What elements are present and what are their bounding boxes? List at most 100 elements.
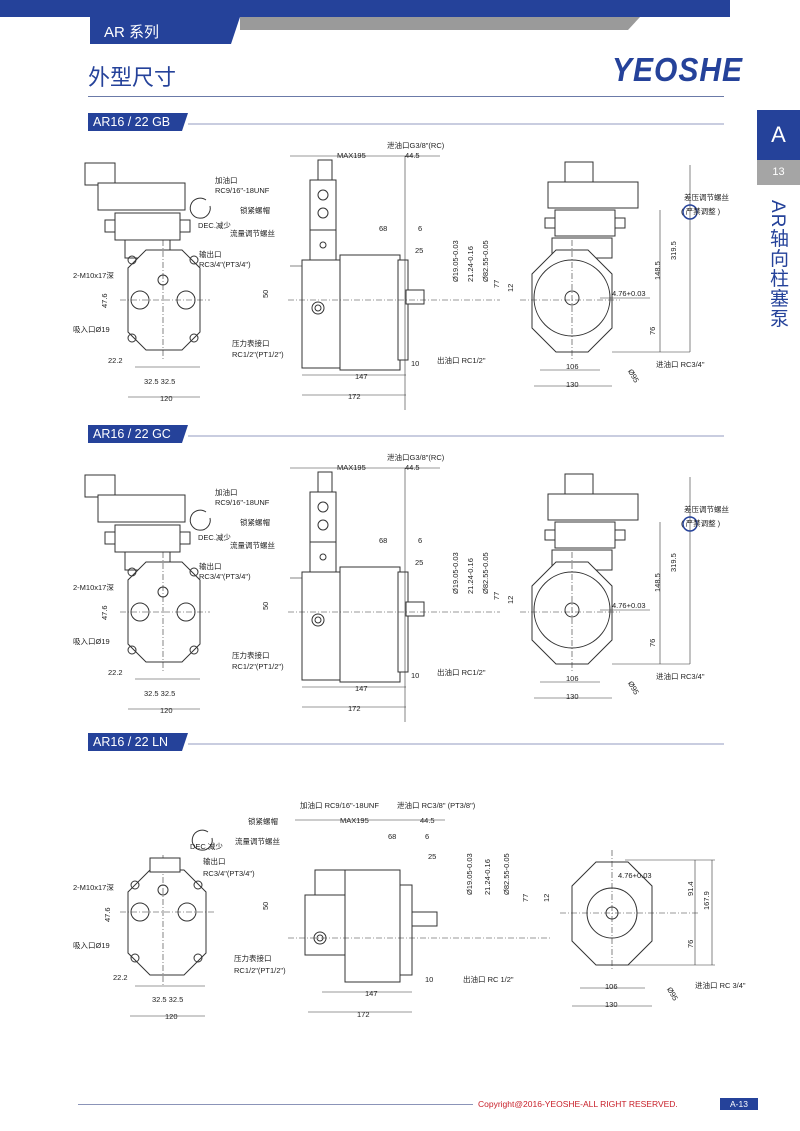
dim-label-d3195: 319.5 bbox=[669, 241, 678, 260]
dim-label-m10: 2-M10x17深 bbox=[73, 883, 114, 892]
dim-label-d2124: 21.24-0.16 bbox=[466, 558, 475, 594]
dim-label-d8255: Ø82.55-0.05 bbox=[481, 240, 490, 282]
dim-label-inlet: 进油口 RC 3/4" bbox=[695, 981, 746, 990]
dim-label-d68: 68 bbox=[388, 832, 397, 841]
dim-label-diffp: 差压调节螺丝 bbox=[684, 505, 729, 514]
dim-label-d120: 120 bbox=[160, 706, 173, 715]
dim-label-d76: 76 bbox=[648, 638, 657, 647]
dim-label-d2124: 21.24-0.16 bbox=[483, 859, 492, 895]
dim-label-locknut: 锁紧螺帽 bbox=[240, 518, 270, 527]
dim-label-d445: 44.5 bbox=[405, 463, 420, 472]
dim-label-inlet: 进油口 RC3/4" bbox=[656, 360, 705, 369]
dim-label-d130: 130 bbox=[566, 380, 579, 389]
dim-label-d106: 106 bbox=[605, 982, 618, 991]
dim-label-outlet: 出油口 RC1/2" bbox=[437, 668, 486, 677]
dim-label-inlet: 进油口 RC3/4" bbox=[656, 672, 705, 681]
dim-label-d476: 47.6 bbox=[100, 605, 109, 620]
dim-label-key: 4.76+0.03 bbox=[612, 289, 646, 298]
dim-label-d68: 68 bbox=[379, 536, 388, 545]
dim-label-d6: 6 bbox=[418, 536, 423, 545]
dim-label-max: MAX195 bbox=[337, 463, 366, 472]
technical-drawing bbox=[120, 819, 715, 1017]
dim-label-d106: 106 bbox=[566, 674, 579, 683]
dim-label-out2: RC3/4"(PT3/4") bbox=[199, 260, 251, 269]
dim-label-noadj: ( 严禁调整 ) bbox=[681, 519, 721, 528]
top-banner bbox=[0, 0, 730, 17]
dim-label-gauge1: 压力表接口 bbox=[234, 954, 272, 963]
dim-label-drain: 泄油口 RC3/8" (PT3/8") bbox=[397, 801, 476, 810]
dim-label-d476: 47.6 bbox=[103, 907, 112, 922]
dim-label-max: MAX195 bbox=[340, 816, 369, 825]
dim-label-m10: 2-M10x17深 bbox=[73, 583, 114, 592]
dim-label-locknut: 锁紧螺帽 bbox=[240, 206, 270, 215]
dim-label-suction: 吸入口Ø19 bbox=[73, 637, 110, 646]
dim-label-gauge1: 压力表接口 bbox=[232, 339, 270, 348]
dim-label-suction: 吸入口Ø19 bbox=[73, 325, 110, 334]
dim-label-d76: 76 bbox=[686, 939, 695, 948]
dim-label-d222: 22.2 bbox=[108, 356, 123, 365]
dim-label-d3195: 319.5 bbox=[669, 553, 678, 572]
dim-label-gauge2: RC1/2"(PT1/2") bbox=[232, 350, 284, 359]
dim-label-d325: 32.5 32.5 bbox=[144, 377, 176, 386]
brand-logo: YEOSHE bbox=[612, 52, 744, 89]
dim-label-d325: 32.5 32.5 bbox=[152, 995, 184, 1004]
dim-label-d445: 44.5 bbox=[405, 151, 420, 160]
dim-label-d172: 172 bbox=[357, 1010, 370, 1019]
dim-label-d77: 77 bbox=[492, 591, 501, 600]
dim-label-d1905: Ø19.05-0.03 bbox=[451, 240, 460, 282]
footer-divider bbox=[78, 1104, 473, 1105]
dim-label-d10: 10 bbox=[425, 975, 434, 984]
dim-label-fill1: 加油口 bbox=[215, 176, 238, 185]
dim-label-d1679: 167.9 bbox=[702, 891, 711, 910]
dim-label-fill: 加油口 RC9/16"-18UNF bbox=[300, 801, 379, 810]
dim-label-suction: 吸入口Ø19 bbox=[73, 941, 110, 950]
side-tab-letter: A bbox=[757, 110, 800, 160]
dim-label-d50: 50 bbox=[261, 601, 270, 610]
dim-label-d12: 12 bbox=[506, 283, 515, 292]
dim-label-d25: 25 bbox=[415, 558, 424, 567]
title-divider bbox=[88, 96, 724, 97]
section-divider bbox=[188, 435, 724, 437]
dim-label-d50: 50 bbox=[261, 901, 270, 910]
dim-label-d77: 77 bbox=[521, 893, 530, 902]
series-tab: AR 系列 bbox=[90, 17, 240, 44]
dim-label-d120: 120 bbox=[160, 394, 173, 403]
dim-label-dec: DEC.减少 bbox=[198, 533, 231, 542]
dim-label-out1: 输出口 bbox=[199, 250, 222, 259]
dim-label-d1905: Ø19.05-0.03 bbox=[465, 853, 474, 895]
dim-label-out2: RC3/4"(PT3/4") bbox=[203, 869, 255, 878]
dim-label-d68: 68 bbox=[379, 224, 388, 233]
section-divider bbox=[188, 743, 724, 745]
dim-label-drain: 泄油口G3/8"(RC) bbox=[387, 141, 445, 150]
section-title: AR16 / 22 GB bbox=[88, 113, 188, 131]
dim-label-noadj: ( 严禁调整 ) bbox=[681, 207, 721, 216]
dim-label-d6: 6 bbox=[425, 832, 430, 841]
technical-drawing bbox=[84, 155, 698, 410]
dim-label-m10: 2-M10x17深 bbox=[73, 271, 114, 280]
dim-label-d172: 172 bbox=[348, 392, 361, 401]
dim-label-out2: RC3/4"(PT3/4") bbox=[199, 572, 251, 581]
dim-label-d76: 76 bbox=[648, 326, 657, 335]
dim-label-d147: 147 bbox=[355, 372, 368, 381]
dim-label-outlet: 出油口 RC 1/2" bbox=[463, 975, 514, 984]
dim-label-out1: 输出口 bbox=[203, 857, 226, 866]
dim-label-d120: 120 bbox=[165, 1012, 178, 1021]
section-divider bbox=[188, 123, 724, 125]
dim-label-d10: 10 bbox=[411, 671, 420, 680]
dim-label-flow: 流量调节螺丝 bbox=[230, 541, 275, 550]
dim-label-outlet: 出油口 RC1/2" bbox=[437, 356, 486, 365]
dim-label-gauge2: RC1/2"(PT1/2") bbox=[234, 966, 286, 975]
dim-label-d8255: Ø82.55-0.05 bbox=[481, 552, 490, 594]
dim-label-d50: 50 bbox=[261, 289, 270, 298]
dim-label-fill2: RC9/16"-18UNF bbox=[215, 498, 270, 507]
dim-label-drain: 泄油口G3/8"(RC) bbox=[387, 453, 445, 462]
dim-label-d445: 44.5 bbox=[420, 816, 435, 825]
technical-drawing bbox=[84, 467, 698, 722]
dim-label-gauge1: 压力表接口 bbox=[232, 651, 270, 660]
side-tab-category: AR轴向柱塞泵 bbox=[767, 200, 788, 329]
dim-label-d12: 12 bbox=[542, 893, 551, 902]
dim-label-d222: 22.2 bbox=[108, 668, 123, 677]
dim-label-d1905: Ø19.05-0.03 bbox=[451, 552, 460, 594]
